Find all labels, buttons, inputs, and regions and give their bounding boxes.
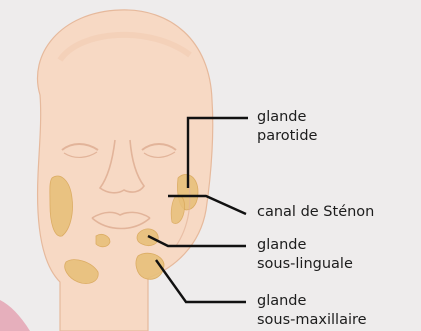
label-parotid-line1: glande [257, 108, 317, 127]
label-submandibular-line1: glande [257, 292, 367, 311]
right-sublingual-gland [137, 229, 158, 246]
label-parotid: glande parotide [257, 108, 317, 146]
label-submandibular: glande sous-maxillaire [257, 292, 367, 330]
label-stenon-line1: canal de Sténon [257, 203, 374, 222]
label-parotid-line2: parotide [257, 127, 317, 146]
label-submandibular-line2: sous-maxillaire [257, 311, 367, 330]
label-sublingual-line2: sous-linguale [257, 255, 353, 274]
label-sublingual: glande sous-linguale [257, 236, 353, 274]
label-stenon: canal de Sténon [257, 203, 374, 222]
decorative-pink-edge [0, 300, 30, 331]
label-sublingual-line1: glande [257, 236, 353, 255]
